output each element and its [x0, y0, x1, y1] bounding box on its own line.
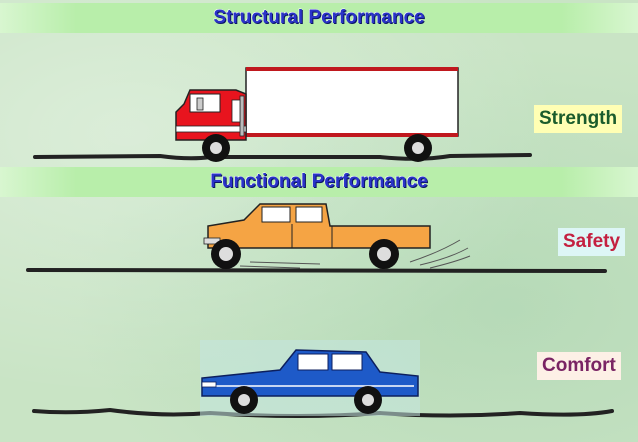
- safety-label: Safety: [558, 228, 626, 256]
- structural-performance-title: Structural Performance: [213, 7, 425, 28]
- functional-performance-title: Functional Performance: [210, 171, 428, 192]
- road-line-2: [26, 268, 607, 273]
- box-truck: [175, 67, 459, 162]
- road-line-1: [33, 153, 532, 161]
- strength-label: Strength: [534, 105, 623, 133]
- functional-performance-banner: Functional Performance: [0, 167, 638, 197]
- structural-performance-banner: Structural Performance: [0, 3, 638, 33]
- pickup-truck: [203, 203, 431, 269]
- comfort-label: Comfort: [537, 352, 621, 380]
- skid-marks: [239, 239, 471, 269]
- sedan-car: [201, 349, 419, 414]
